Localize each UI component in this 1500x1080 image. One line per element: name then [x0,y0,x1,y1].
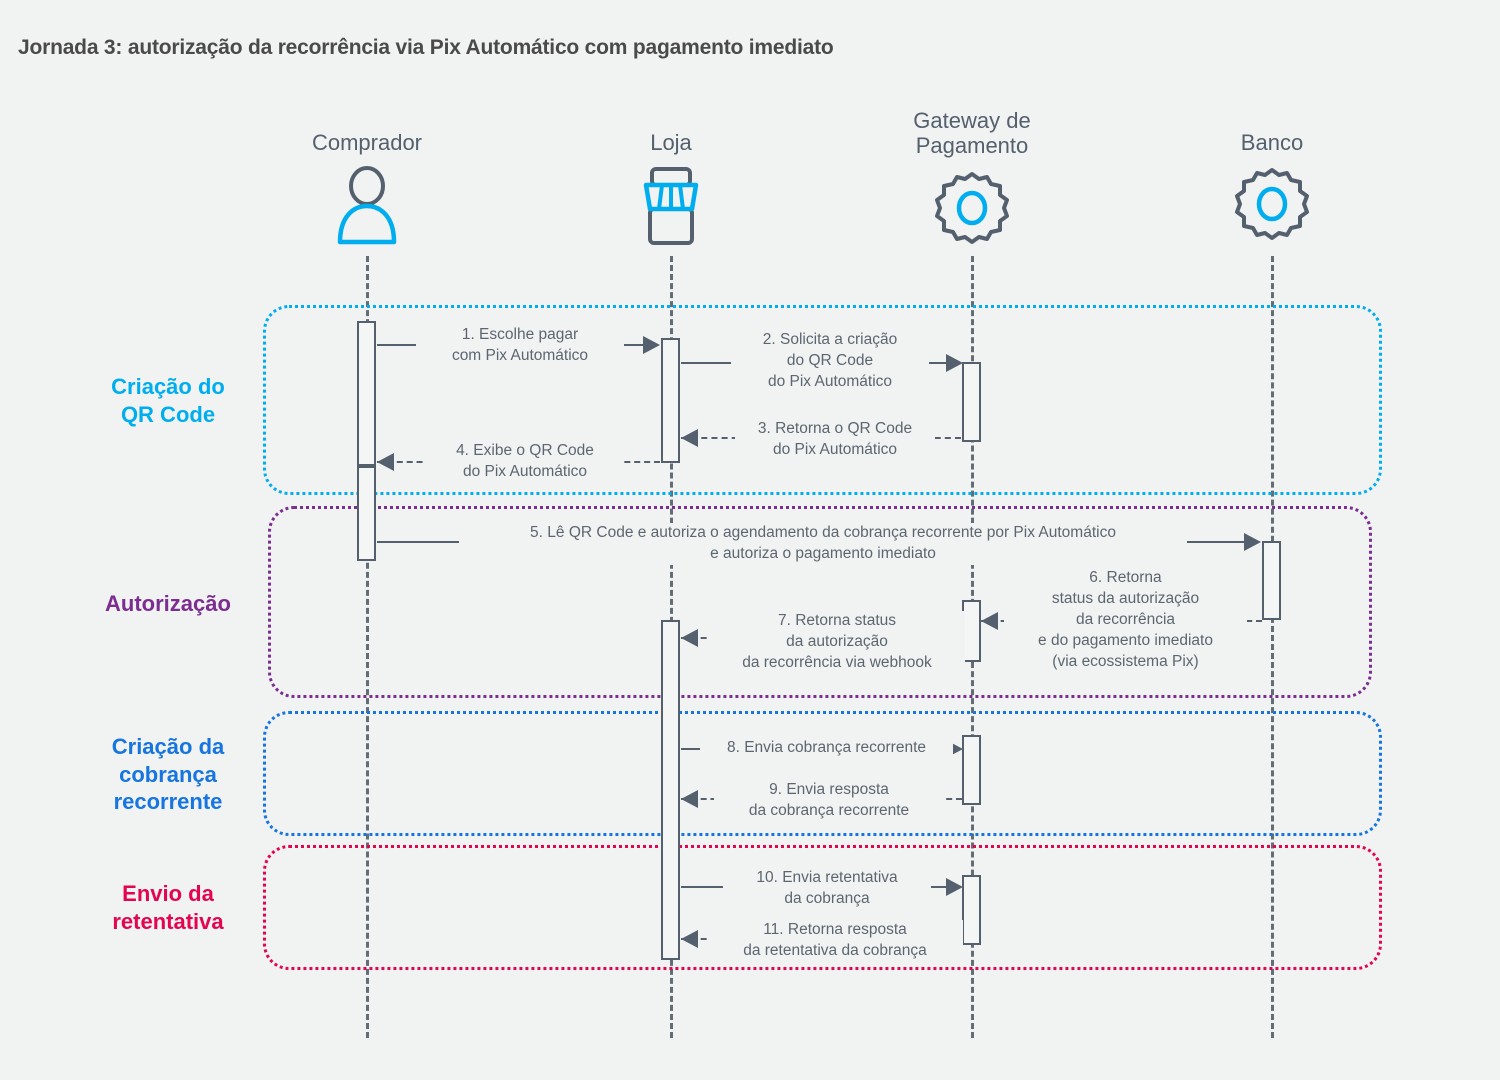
activation-comprador-autorizacao [357,466,376,561]
phase-box-criacao-cobranca-recorrente [263,711,1382,836]
message-arrow-6 [981,612,998,630]
message-text-3: 3. Retorna o QR Code do Pix Automático [735,419,935,461]
activation-loja-qr [661,338,680,463]
message-arrow-5 [1244,533,1261,551]
message-text-4: 4. Exibe o QR Code do Pix Automático [426,441,624,483]
message-text-7: 7. Retorna status da autorização da reco… [709,611,965,674]
phase-label-envio-retentativa: Envio da retentativa [112,881,224,934]
person-icon [257,163,477,249]
message-text-6: 6. Retorna status da autorização da reco… [1004,568,1247,673]
store-icon [561,163,781,249]
message-arrow-11 [681,930,698,948]
lifeline-banco [1271,256,1274,1038]
actor-header-comprador: Comprador [257,130,477,249]
message-text-9: 9. Envia resposta da cobrança recorrente [714,780,944,822]
phase-label-criacao-qr-code: Criação do QR Code [111,374,225,427]
gear-icon [1162,161,1382,247]
message-text-1: 1. Escolhe pagar com Pix Automático [416,325,624,367]
page-title: Jornada 3: autorização da recorrência vi… [18,36,834,59]
message-arrow-2 [946,354,963,372]
message-text-8: 8. Envia cobrança recorrente [700,738,953,759]
phase-label-autorizacao: Autorização [105,591,231,616]
message-text-2: 2. Solicita a criação do QR Code do Pix … [731,330,929,393]
message-arrow-4 [377,453,394,471]
actor-header-gateway: Gateway de Pagamento [862,108,1082,251]
message-text-11: 11. Retorna resposta da retentativa da c… [707,920,963,962]
message-arrow-7 [681,629,698,647]
gear-icon [862,165,1082,251]
activation-comprador-qr [357,321,376,466]
actor-label-banco: Banco [1240,130,1304,155]
activation-banco-autorizacao [1262,541,1281,620]
phase-label-criacao-cobranca-recorrente: Criação da cobrança recorrente [111,734,225,814]
message-arrow-3 [681,429,698,447]
actor-header-banco: Banco [1162,130,1382,247]
message-arrow-10 [946,878,963,896]
activation-gateway-qr [962,362,981,442]
actor-label-gateway: Gateway de Pagamento [913,108,1031,159]
lifeline-comprador [366,256,369,1038]
actor-label-comprador: Comprador [311,130,423,155]
activation-gateway-retentativa [962,875,981,945]
activation-gateway-cobranca [962,735,981,805]
phase-box-envio-retentativa [263,845,1382,970]
message-text-10: 10. Envia retentativa da cobrança [723,868,931,910]
actor-header-loja: Loja [561,130,781,249]
phase-box-autorizacao [268,506,1372,698]
actor-label-loja: Loja [650,130,692,155]
activation-loja-autorizacao [661,620,680,960]
message-arrow-1 [643,336,660,354]
message-arrow-9 [681,790,698,808]
message-text-5: 5. Lê QR Code e autoriza o agendamento d… [459,523,1187,565]
phase-box-criacao-qr-code [263,305,1382,495]
